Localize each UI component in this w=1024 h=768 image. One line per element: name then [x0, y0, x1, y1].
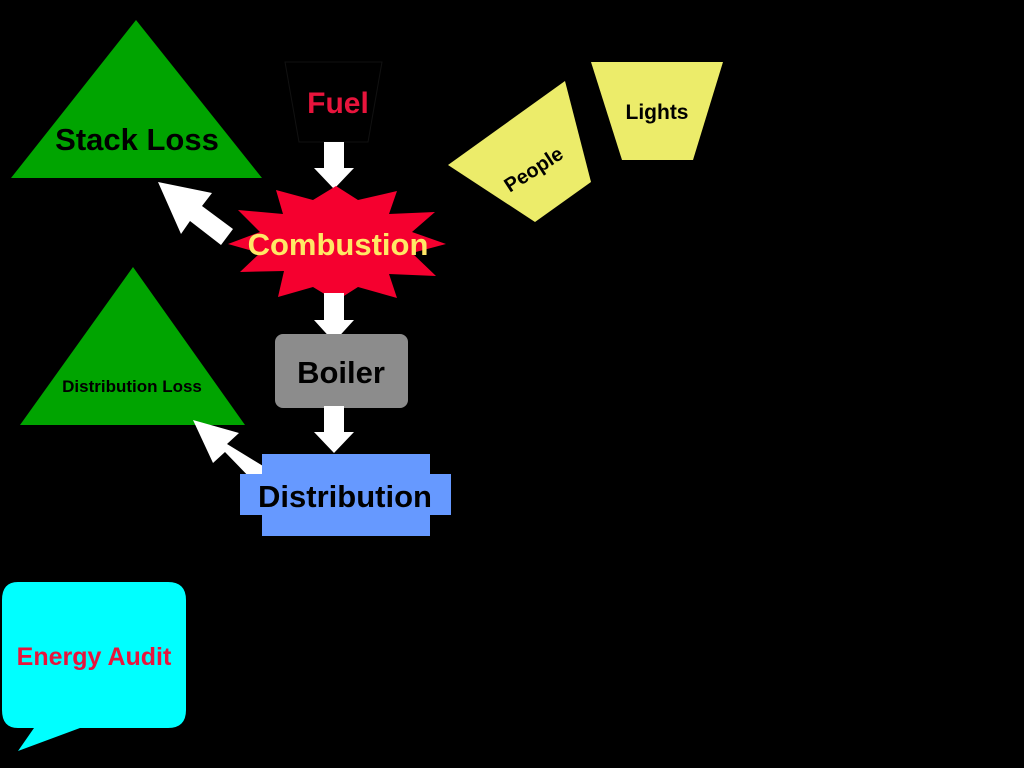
distribution-node: Distribution: [240, 454, 451, 536]
combustion-label: Combustion: [248, 227, 429, 262]
combustion-shape: [228, 186, 446, 301]
boiler-label: Boiler: [297, 355, 385, 390]
arrow-distribution-to-distribution-loss: [193, 420, 268, 484]
fuel-label: Fuel: [307, 87, 369, 120]
people-shape: [448, 81, 591, 222]
distribution-loss-shape: [20, 267, 245, 425]
arrow-combustion-to-stack-loss: [158, 182, 233, 245]
energy-audit-shape: [2, 582, 186, 751]
lights-node: Lights: [591, 62, 723, 160]
stack-loss-label: Stack Loss: [55, 122, 219, 157]
combustion-node: Combustion: [228, 186, 446, 301]
arrow-fuel-to-combustion: [314, 142, 354, 189]
arrow-combustion-to-boiler: [314, 293, 354, 342]
energy-audit-label: Energy Audit: [17, 643, 172, 671]
stack-loss-node: Stack Loss: [11, 20, 262, 178]
people-node: People: [448, 81, 591, 222]
fuel-node: Fuel: [284, 61, 383, 143]
distribution-shape: [240, 454, 451, 536]
distribution-label: Distribution: [258, 479, 432, 514]
boiler-shape: [275, 334, 408, 408]
arrow-boiler-to-distribution: [314, 406, 354, 453]
lights-shape: [591, 62, 723, 160]
distribution-loss-node: Distribution Loss: [20, 267, 245, 425]
energy-audit-callout: Energy Audit: [2, 582, 186, 751]
stack-loss-shape: [11, 20, 262, 178]
distribution-loss-label: Distribution Loss: [62, 377, 202, 396]
lights-label: Lights: [626, 101, 689, 124]
boiler-node: Boiler: [275, 334, 408, 408]
fuel-shape: [284, 61, 383, 143]
